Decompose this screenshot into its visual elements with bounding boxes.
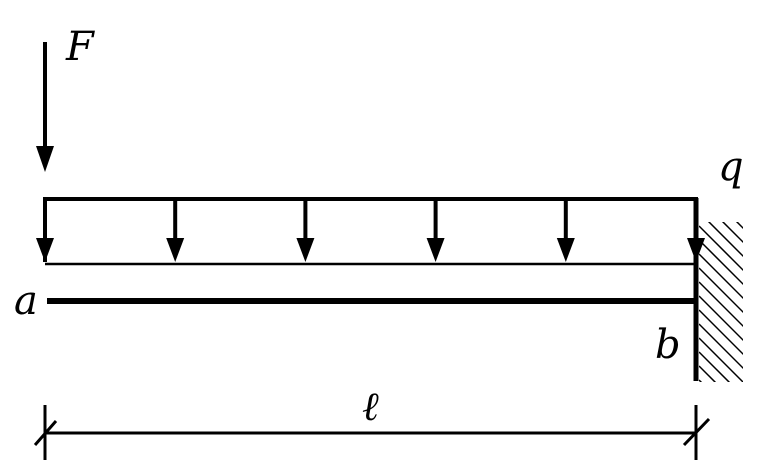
hatch-line	[699, 365, 717, 382]
hatch-line	[699, 323, 743, 370]
force-label: F	[65, 24, 95, 70]
end-b-label: b	[655, 322, 681, 368]
load-arrow	[166, 199, 185, 262]
hatch-line	[699, 225, 743, 272]
load-arrow	[36, 199, 54, 262]
hatch-line	[699, 351, 731, 382]
hatch-line	[699, 309, 743, 356]
hatch-line	[707, 222, 743, 258]
load-arrow	[556, 199, 575, 262]
hatch-line	[699, 379, 703, 382]
load-label: q	[718, 144, 744, 190]
hatch-line	[699, 394, 760, 455]
force-arrow	[36, 42, 54, 172]
hatch-line	[721, 222, 743, 244]
length-label: ℓ	[362, 384, 379, 430]
hatch-line	[699, 253, 743, 300]
hatch-line	[699, 267, 743, 314]
end-a-label: a	[14, 278, 38, 324]
fixed-support	[693, 198, 760, 455]
load-arrow	[426, 199, 445, 262]
load-arrow	[296, 199, 315, 262]
length-dimension	[33, 405, 711, 460]
hatch-line	[699, 295, 743, 342]
hatch-line	[699, 337, 743, 382]
hatch-line	[699, 281, 743, 328]
wall-hatching	[699, 222, 760, 455]
hatch-line	[699, 239, 743, 286]
distributed-load	[36, 197, 705, 266]
